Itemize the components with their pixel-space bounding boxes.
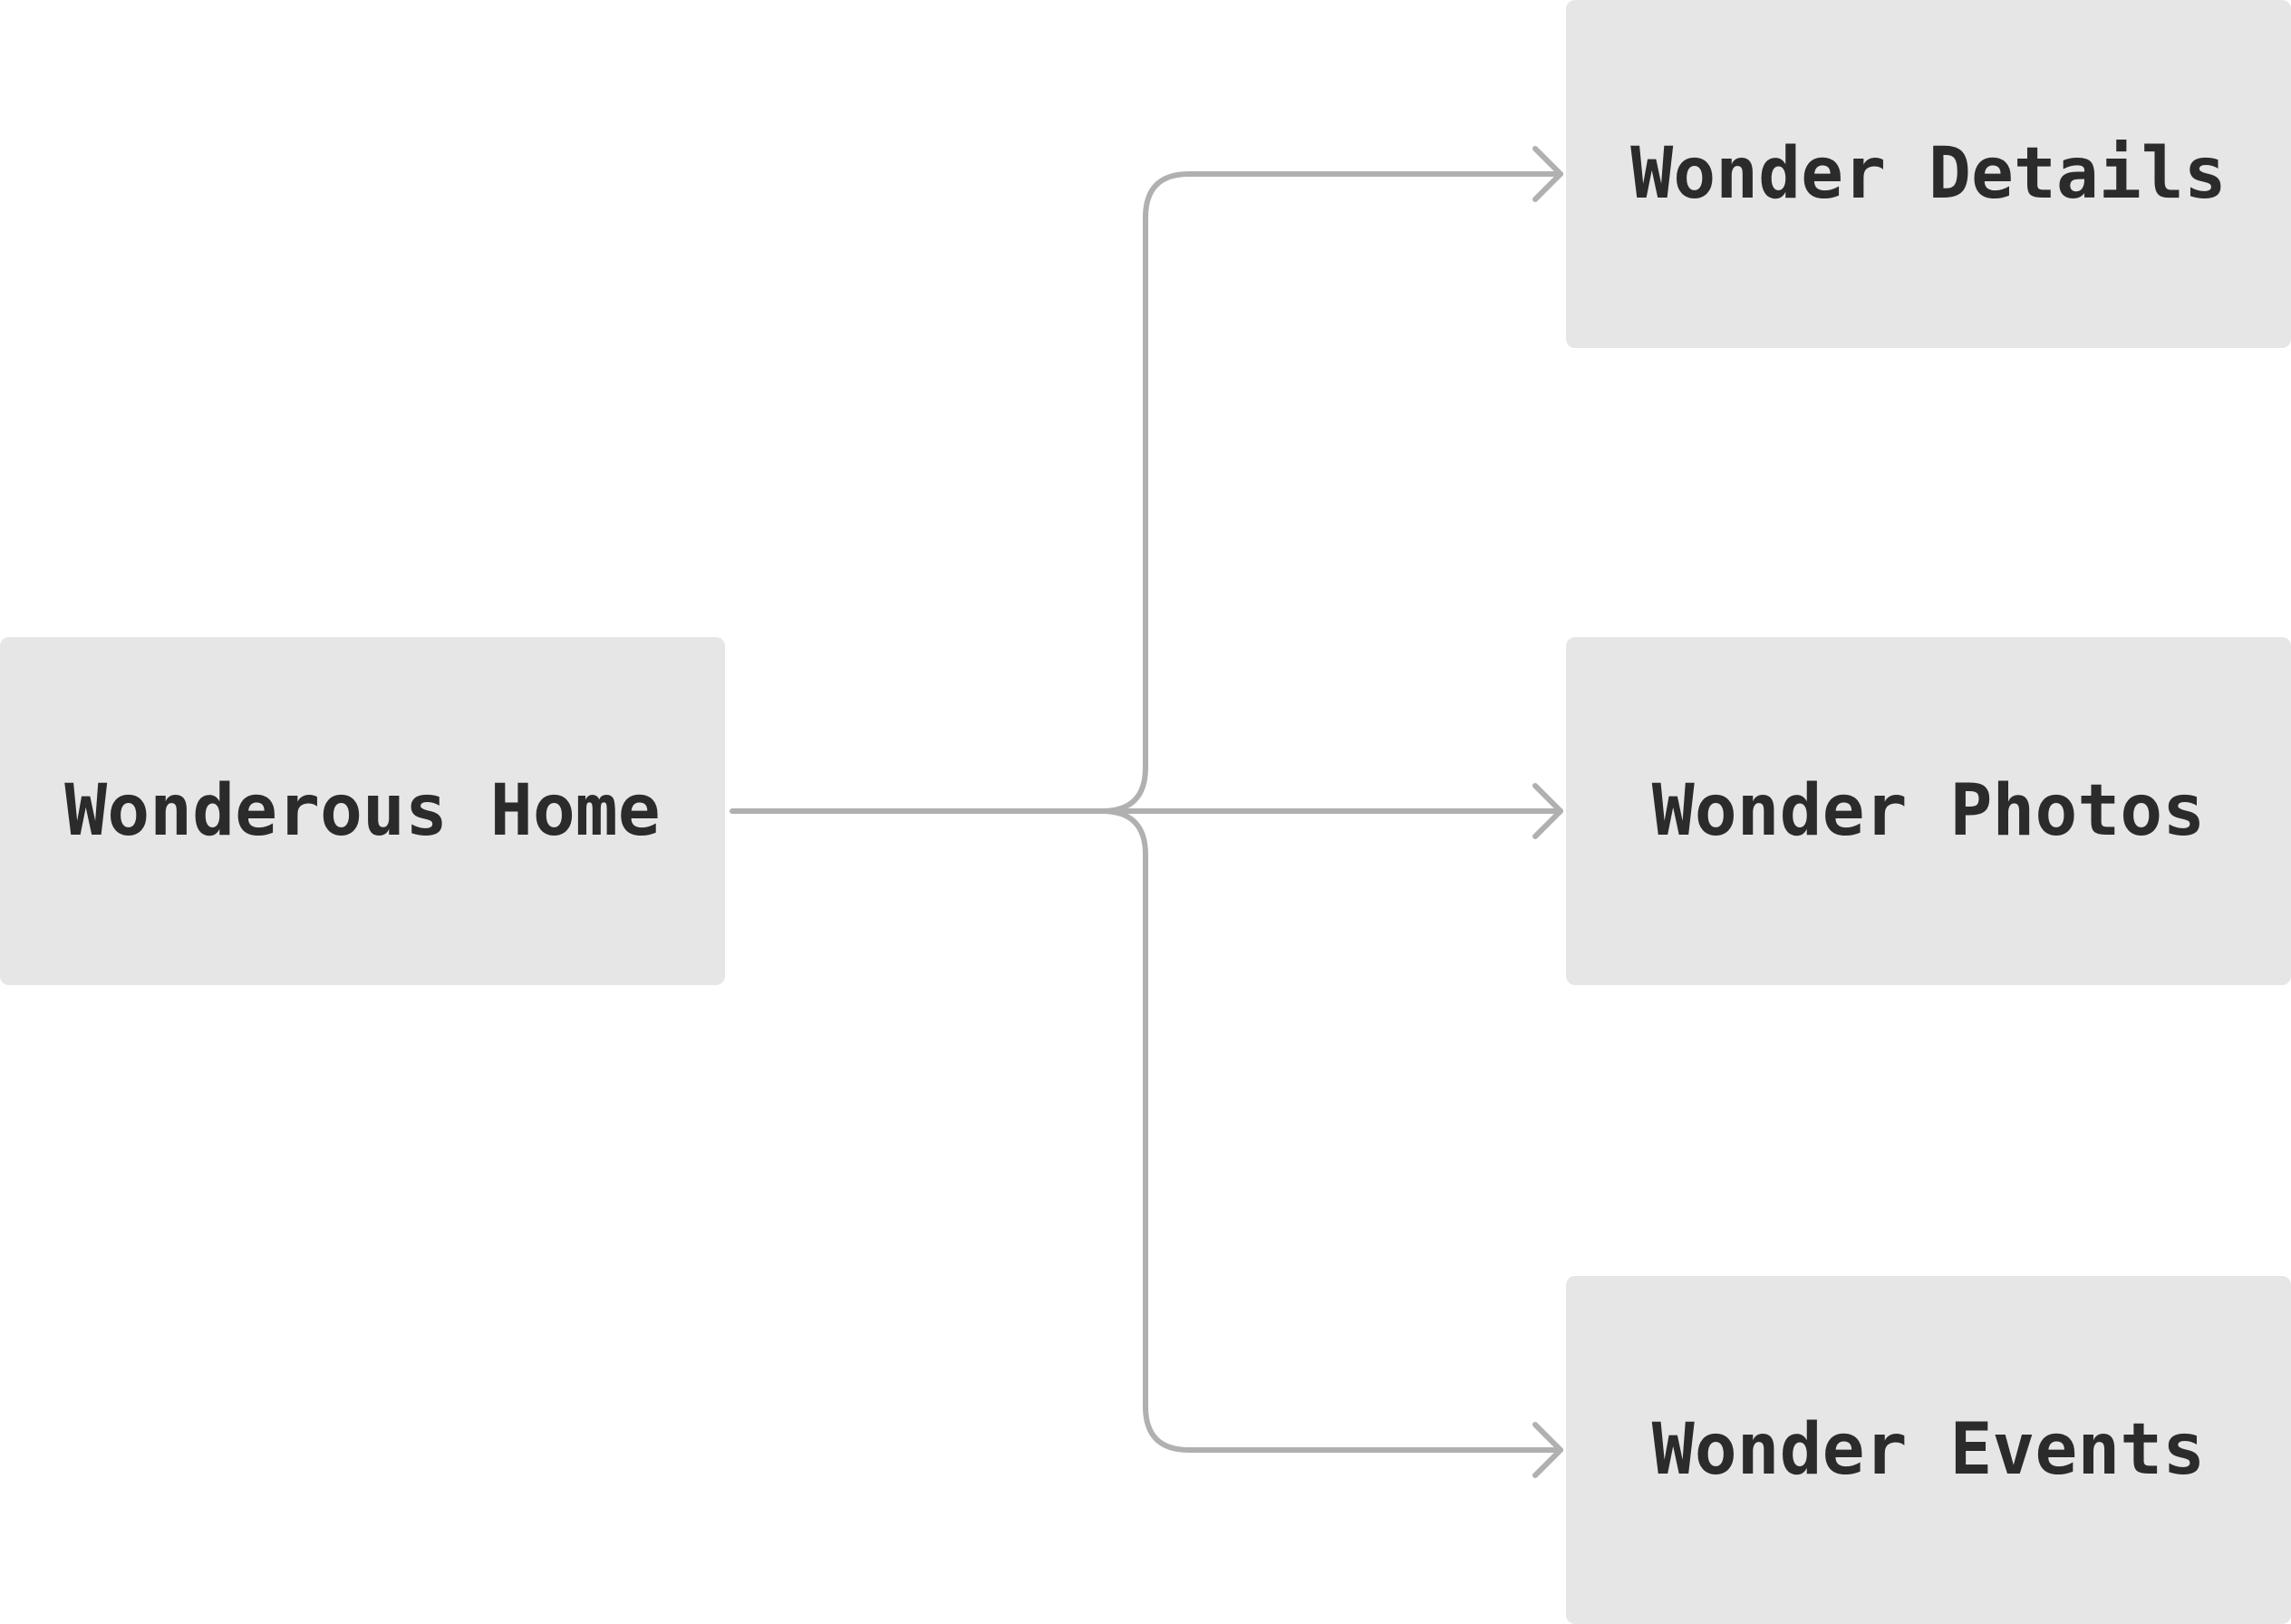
node-label-details: Wonder Details (1630, 133, 2227, 215)
connector-home-to-events (1099, 808, 1563, 1453)
arrowhead-details (1532, 146, 1563, 202)
connector-home-to-details (1099, 171, 1563, 814)
node-wonder-events: Wonder Events (1566, 1276, 2291, 1624)
arrowhead-events (1532, 1422, 1563, 1478)
node-label-photos: Wonder Photos (1651, 770, 2206, 852)
node-label-events: Wonder Events (1651, 1409, 2206, 1491)
arrowhead-photos (1532, 783, 1563, 839)
node-wonder-photos: Wonder Photos (1566, 637, 2291, 985)
node-wonder-details: Wonder Details (1566, 0, 2291, 348)
node-label-home: Wonderous Home (64, 770, 661, 852)
node-wonderous-home: Wonderous Home (0, 637, 725, 985)
